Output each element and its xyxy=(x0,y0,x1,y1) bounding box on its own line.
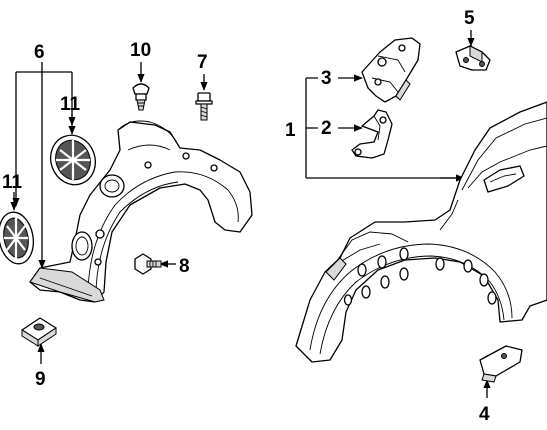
fender-hole xyxy=(380,275,390,289)
fender-hole xyxy=(463,259,473,273)
callout-10: 10 xyxy=(130,40,151,61)
callout-8: 8 xyxy=(179,256,190,277)
grommet-upper xyxy=(49,134,97,186)
callout-3: 3 xyxy=(321,68,332,89)
fender-hole xyxy=(479,273,489,287)
callout-11-lower: 11 xyxy=(2,172,23,193)
fender-hole xyxy=(377,255,387,269)
bracket-4 xyxy=(479,345,523,383)
bracket-3 xyxy=(361,37,421,103)
screw-8 xyxy=(134,253,162,275)
callout-2: 2 xyxy=(321,118,332,139)
fender-hole xyxy=(361,285,371,299)
callout-4: 4 xyxy=(479,404,490,425)
callout-6: 6 xyxy=(34,42,45,63)
bracket-2 xyxy=(351,109,393,159)
leader-lines xyxy=(10,30,491,398)
screw-7 xyxy=(195,92,213,121)
fender-hole xyxy=(435,257,445,271)
fender-hole xyxy=(399,247,409,261)
clip-nut-9 xyxy=(21,317,57,347)
wheelhouse-liner xyxy=(29,120,253,303)
fender-hole xyxy=(357,263,367,277)
callout-1: 1 xyxy=(285,120,296,141)
fender xyxy=(295,101,547,363)
callout-5: 5 xyxy=(464,8,475,29)
callout-7: 7 xyxy=(197,52,208,73)
callout-11-upper: 11 xyxy=(60,94,81,115)
bracket-5 xyxy=(455,45,491,71)
fender-hole xyxy=(343,294,353,306)
fender-hole xyxy=(487,291,497,305)
callout-9: 9 xyxy=(35,369,46,390)
fender-hole xyxy=(399,267,409,281)
grommet-lower xyxy=(0,211,34,265)
push-clip-10 xyxy=(132,83,150,111)
